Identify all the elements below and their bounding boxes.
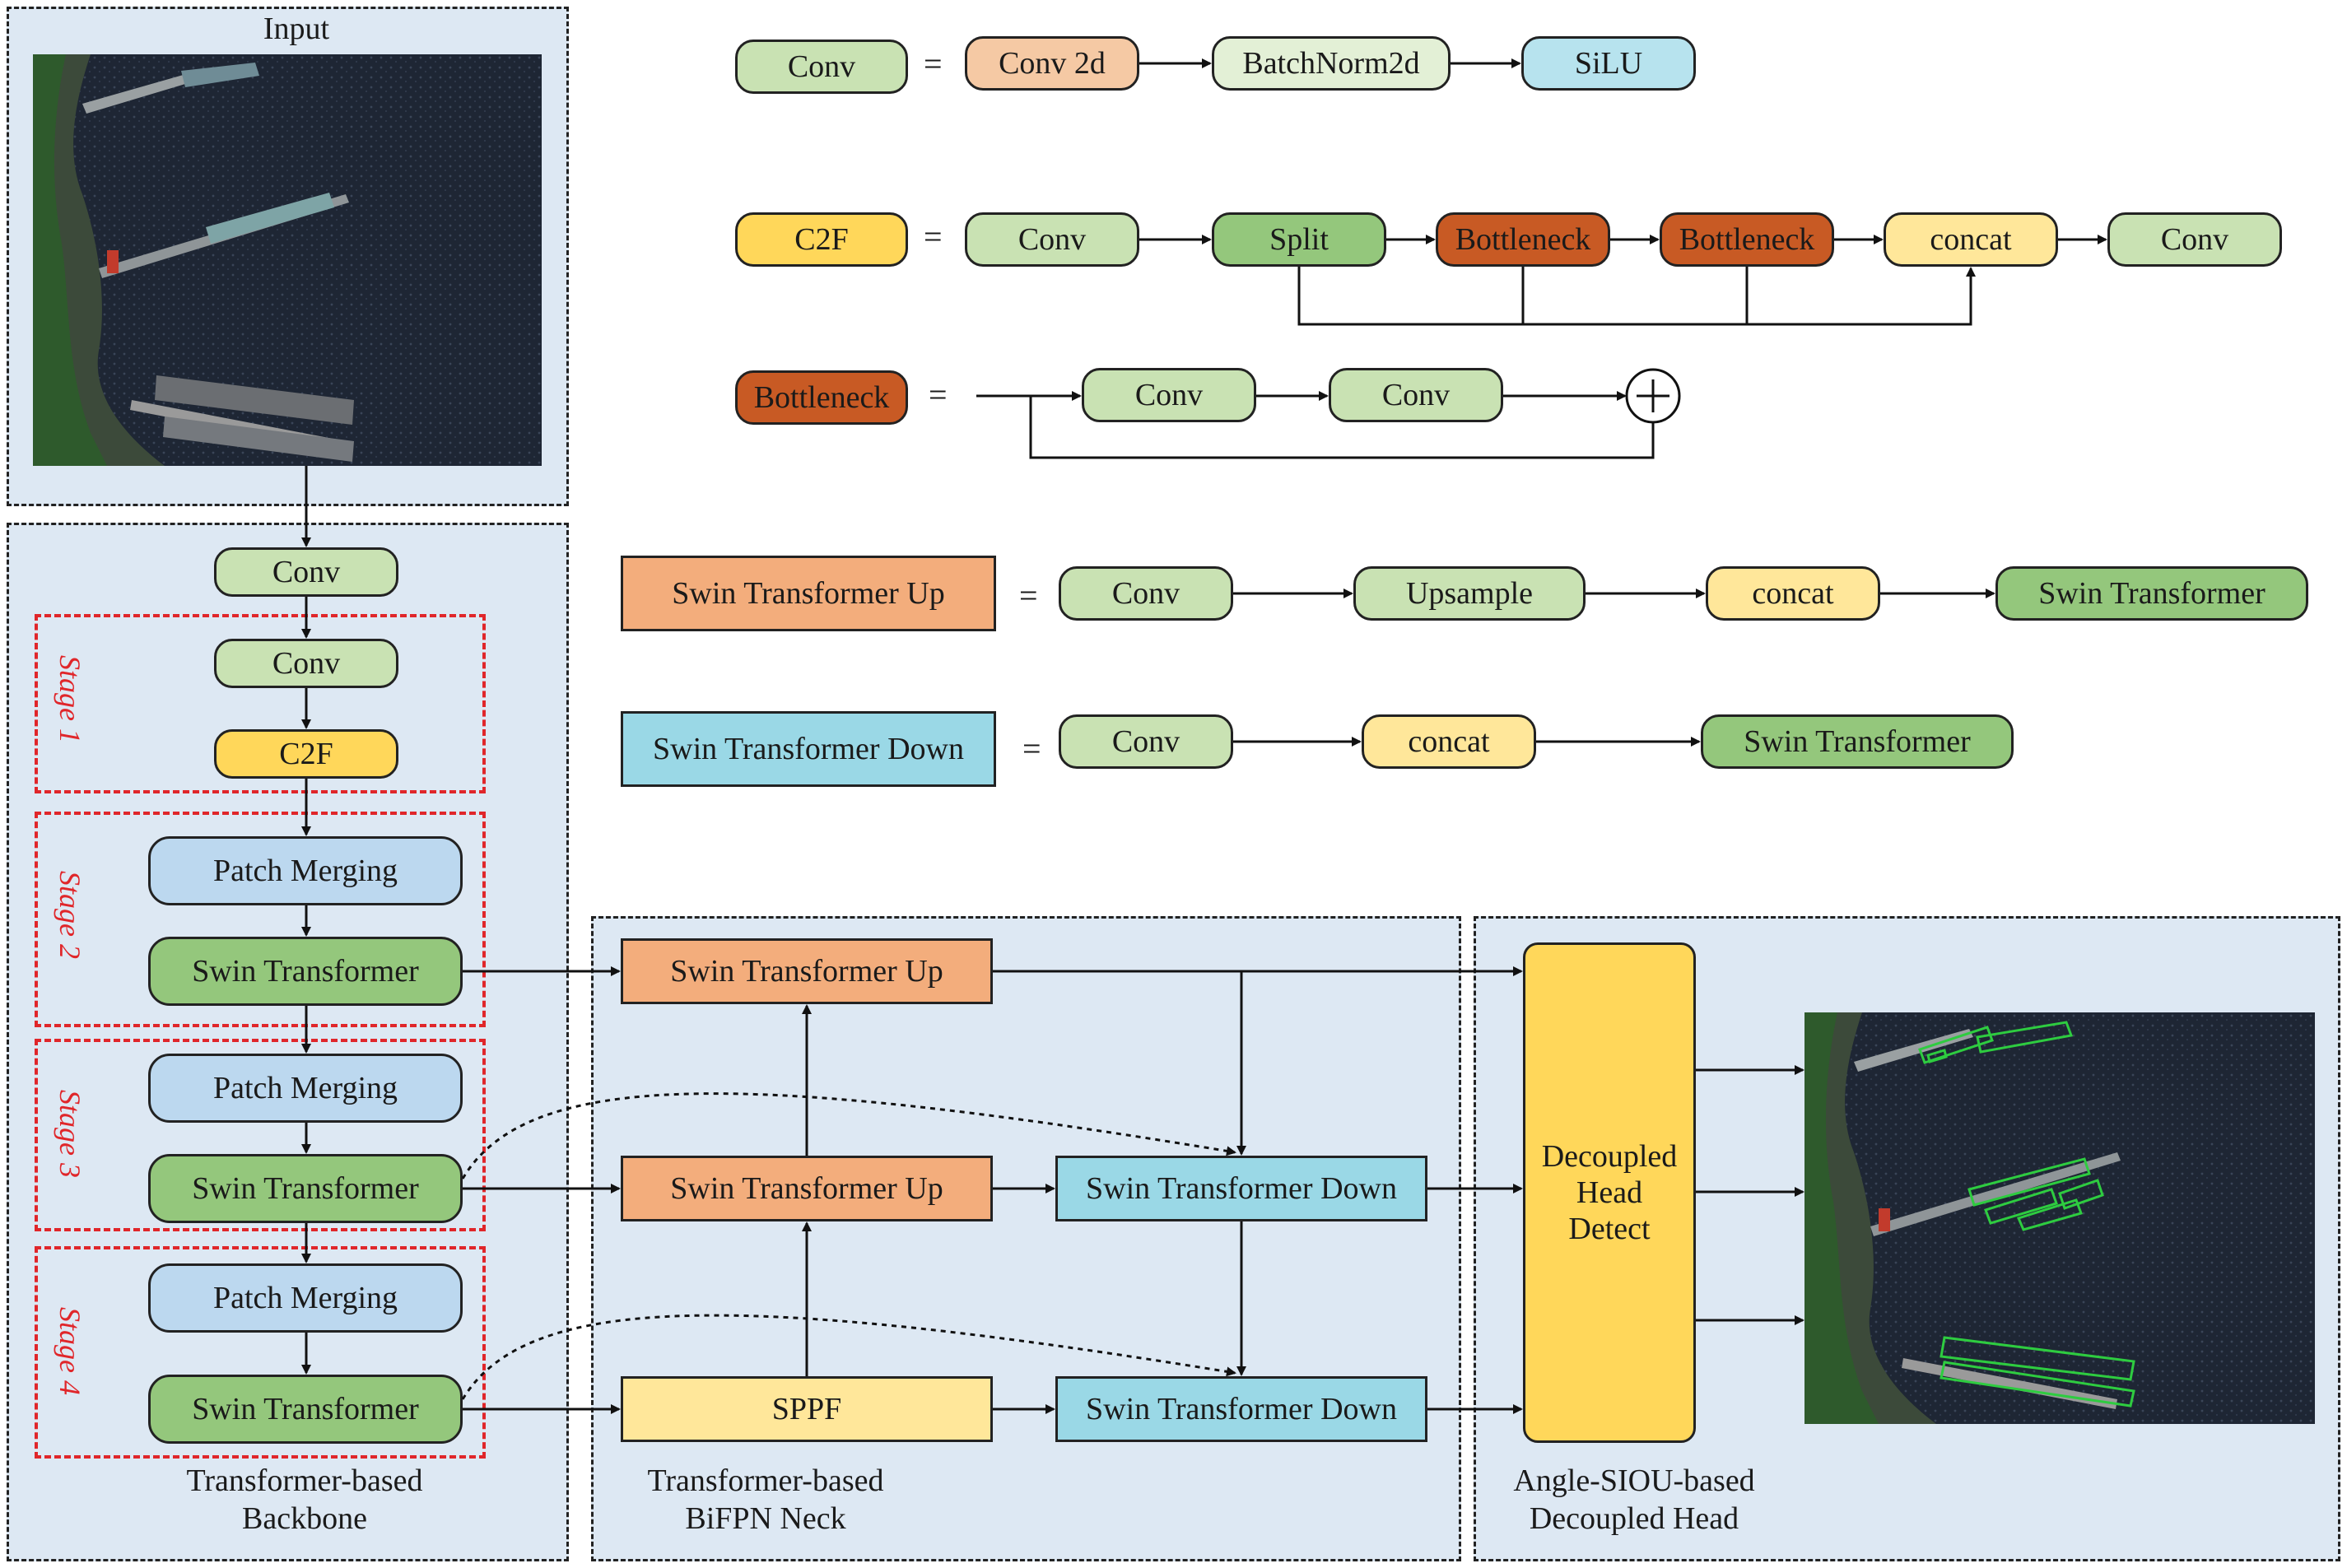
neck-stu2-node: Swin Transformer Up	[621, 1156, 993, 1221]
legend-std-item-concat: concat	[1362, 714, 1536, 769]
neck-std2-node: Swin Transformer Down	[1055, 1376, 1427, 1442]
stage3-box	[35, 1039, 486, 1231]
legend-c2f-item-concat: concat	[1884, 212, 2058, 267]
neck-caption-line2: BiFPN Neck	[685, 1501, 846, 1536]
backbone-frame	[7, 523, 569, 1561]
legend-bottleneck-item-conv1: Conv	[1082, 368, 1256, 422]
legend-conv-item-conv2d: Conv 2d	[965, 36, 1139, 91]
head-frame	[1474, 916, 2340, 1561]
legend-std-item-conv: Conv	[1059, 714, 1233, 769]
decoupled-head-detect-node: Decoupled Head Detect	[1523, 942, 1696, 1443]
stage2-swin-node: Swin Transformer	[148, 937, 463, 1006]
stage4-box	[35, 1246, 486, 1459]
legend-bottleneck-item-conv2: Conv	[1329, 368, 1503, 422]
stage3-patch-merging-node: Patch Merging	[148, 1054, 463, 1123]
neck-frame	[591, 916, 1461, 1561]
legend-stu-item-upsample: Upsample	[1353, 566, 1586, 621]
head-caption: Angle-SIOU-based Decoupled Head	[1474, 1462, 1795, 1538]
legend-c2f-item-conv2: Conv	[2107, 212, 2282, 267]
neck-caption-line1: Transformer-based	[647, 1463, 884, 1498]
legend-std-eq: =	[1022, 730, 1041, 767]
legend-bottleneck-lhs: Bottleneck	[735, 370, 908, 425]
legend-c2f-item-bottleneck2: Bottleneck	[1660, 212, 1834, 267]
legend-stu-item-swin: Swin Transformer	[1995, 566, 2308, 621]
legend-c2f-lhs: C2F	[735, 212, 908, 267]
legend-c2f-eq: =	[924, 218, 943, 255]
sppf-node: SPPF	[621, 1376, 993, 1442]
neck-stu1-node: Swin Transformer Up	[621, 938, 993, 1004]
legend-stu-lhs: Swin Transformer Up	[621, 556, 996, 631]
legend-conv-item-batchnorm: BatchNorm2d	[1212, 36, 1451, 91]
legend-conv-lhs: Conv	[735, 40, 908, 94]
legend-c2f-item-split: Split	[1212, 212, 1386, 267]
c2f-node: C2F	[214, 729, 398, 779]
legend-std-lhs: Swin Transformer Down	[621, 711, 996, 787]
neck-panel	[591, 916, 1461, 1561]
head-caption-line1: Angle-SIOU-based	[1513, 1463, 1755, 1498]
input-title: Input	[263, 12, 330, 46]
detect-line1: Decoupled	[1541, 1139, 1678, 1174]
detect-line2: Head	[1576, 1175, 1643, 1210]
legend-c2f-item-bottleneck1: Bottleneck	[1436, 212, 1610, 267]
backbone-caption-line2: Backbone	[242, 1501, 367, 1536]
detection-image-illustration	[1804, 1012, 2315, 1424]
neck-std1-node: Swin Transformer Down	[1055, 1156, 1427, 1221]
stage3-swin-node: Swin Transformer	[148, 1154, 463, 1223]
legend-conv-item-silu: SiLU	[1521, 36, 1696, 91]
stage1-conv-node: Conv	[214, 639, 398, 688]
legend-bottleneck-eq: =	[929, 376, 948, 413]
legend-std-item-swin: Swin Transformer	[1701, 714, 2014, 769]
detect-line3: Detect	[1568, 1212, 1651, 1246]
stage1-box	[35, 614, 486, 793]
neck-caption: Transformer-based BiFPN Neck	[593, 1462, 938, 1538]
legend-stu-item-conv: Conv	[1059, 566, 1233, 621]
stage4-swin-node: Swin Transformer	[148, 1375, 463, 1444]
add-symbol-icon	[1625, 368, 1681, 424]
output-detection-image	[1804, 1012, 2315, 1424]
stage2-box	[35, 812, 486, 1027]
legend-conv-eq: =	[924, 45, 943, 82]
head-caption-line2: Decoupled Head	[1529, 1501, 1739, 1536]
stage2-patch-merging-node: Patch Merging	[148, 836, 463, 905]
legend-stu-eq: =	[1019, 577, 1038, 614]
backbone-caption: Transformer-based Backbone	[132, 1462, 477, 1538]
legend-stu-item-concat: concat	[1706, 566, 1880, 621]
input-satellite-image	[33, 54, 542, 466]
backbone-caption-line1: Transformer-based	[186, 1463, 423, 1498]
harbor-image-illustration	[33, 54, 542, 466]
backbone-conv-node: Conv	[214, 547, 398, 597]
stage4-patch-merging-node: Patch Merging	[148, 1263, 463, 1333]
input-frame	[7, 7, 569, 506]
detection-boxes	[1918, 1021, 2135, 1407]
legend-c2f-item-conv1: Conv	[965, 212, 1139, 267]
